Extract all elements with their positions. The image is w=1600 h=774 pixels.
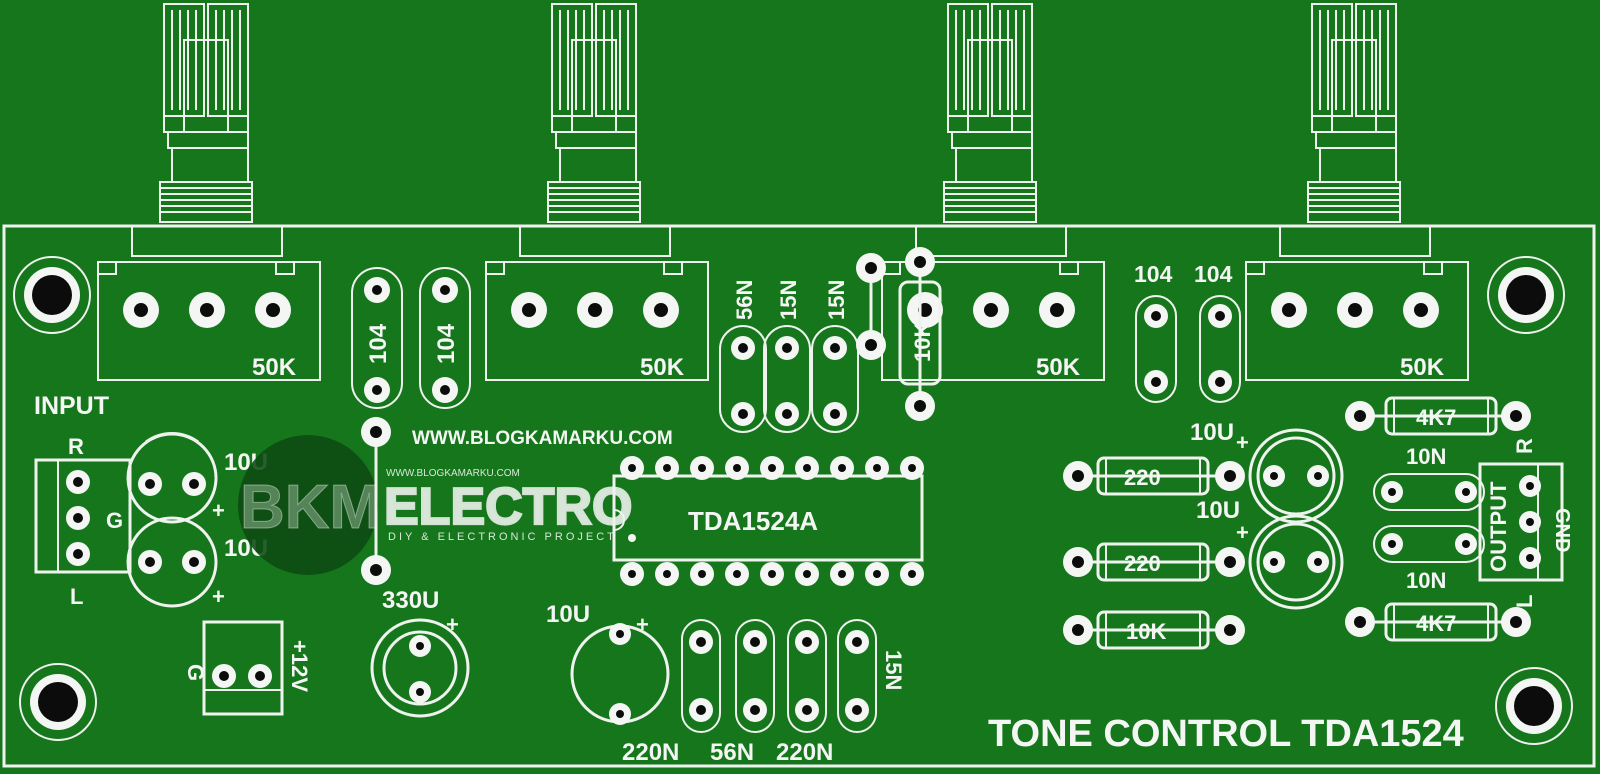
svg-text:10K: 10K: [910, 322, 935, 362]
pot-4-label: 50K: [1400, 354, 1445, 381]
svg-text:4K7: 4K7: [1416, 611, 1456, 636]
svg-text:+: +: [212, 584, 225, 609]
svg-text:+: +: [1236, 520, 1249, 545]
watermark-url: WWW.BLOGKAMARKU.COM: [386, 468, 520, 479]
svg-text:INPUT: INPUT: [34, 392, 109, 420]
cap-15n-bottom: 15N: [837, 619, 906, 733]
cap-10u-bottom: 10U +: [546, 601, 670, 725]
cap-104-top-a: 104: [351, 267, 403, 409]
svg-text:104: 104: [1134, 261, 1173, 287]
svg-text:15N: 15N: [881, 650, 906, 690]
logo-circle: [238, 435, 378, 575]
pot-1-label: 50K: [252, 354, 297, 381]
resistor-220-a: 220: [1063, 456, 1245, 496]
svg-text:330U: 330U: [382, 587, 439, 614]
svg-text:10U: 10U: [1190, 419, 1234, 446]
resistor-10k-bottom: 10K: [1063, 610, 1245, 650]
mounting-hole-bottom-left: [19, 663, 97, 741]
cap-56n-top: 56N: [719, 280, 767, 433]
power-connector: G +12V: [183, 620, 312, 716]
svg-text:220: 220: [1124, 465, 1161, 490]
svg-text:104: 104: [433, 323, 460, 364]
mounting-hole-top-right: [1487, 256, 1565, 334]
board-title: TONE CONTROL TDA1524: [988, 713, 1464, 755]
brand-watermark: BKM ELECTRO WWW.BLOGKAMARKU.COM DIY & EL…: [238, 435, 634, 575]
pot-2-label: 50K: [640, 354, 685, 381]
ic-label: TDA1524A: [688, 506, 818, 536]
watermark-tagline: DIY & ELECTRONIC PROJECT: [388, 531, 617, 543]
cap-330u: 330U +: [370, 587, 470, 718]
brand-text: ELECTRO: [384, 478, 632, 536]
resistor-10k-top: 10K: [898, 247, 942, 421]
ic-pins-top: [620, 456, 924, 480]
svg-text:220N: 220N: [776, 739, 833, 766]
svg-text:104: 104: [365, 323, 392, 364]
input-connector: INPUT R G L: [34, 392, 132, 609]
svg-text:R: R: [68, 434, 84, 459]
svg-text:56N: 56N: [710, 739, 754, 766]
svg-text:L: L: [1512, 595, 1537, 608]
website-label: WWW.BLOGKAMARKU.COM: [412, 428, 673, 449]
cap-104-top-b: 104: [419, 267, 471, 409]
resistor-4k7-b: 4K7: [1345, 602, 1531, 642]
svg-text:10U: 10U: [1196, 497, 1240, 524]
svg-text:R: R: [1512, 438, 1537, 454]
potentiometer-1: 50K: [97, 3, 321, 381]
svg-text:G: G: [106, 508, 123, 533]
resistor-220-b: 220: [1063, 542, 1245, 582]
mounting-hole-bottom-right: [1495, 667, 1573, 745]
ic-pins-bottom: [620, 562, 924, 586]
resistor-4k7-a: 4K7: [1345, 396, 1531, 436]
cap-220n-bottom-b: 220N: [776, 619, 833, 766]
svg-text:+12V: +12V: [287, 640, 312, 692]
board-outline: [2, 224, 1596, 768]
mounting-hole-top-left: [13, 256, 91, 334]
cap-15n-top-a: 15N: [763, 280, 811, 433]
svg-text:220N: 220N: [622, 739, 679, 766]
output-connector: OUTPUT R GND L: [1478, 438, 1573, 608]
svg-text:G: G: [183, 664, 208, 681]
cap-10n-output-a: 10N: [1373, 444, 1485, 511]
cap-15n-top-b: 15N: [811, 280, 859, 433]
svg-text:220: 220: [1124, 551, 1161, 576]
cap-10n-output-b: 10N: [1373, 525, 1485, 593]
svg-text:104: 104: [1194, 261, 1233, 287]
cap-10u-output-a: 10U +: [1190, 419, 1344, 524]
ic-tda1524a: TDA1524A: [612, 456, 924, 586]
svg-text:10N: 10N: [1406, 568, 1446, 593]
svg-text:L: L: [70, 584, 83, 609]
svg-text:10K: 10K: [1126, 619, 1166, 644]
pot-3-label: 50K: [1036, 354, 1081, 381]
cap-220n-bottom-a: 220N: [622, 619, 721, 766]
svg-text:+: +: [212, 498, 225, 523]
jumper-top: [856, 253, 886, 360]
logo-text: BKM: [240, 473, 381, 542]
svg-text:GND: GND: [1551, 508, 1573, 552]
svg-text:56N: 56N: [732, 280, 757, 320]
potentiometer-3: 50K: [881, 3, 1105, 381]
cap-56n-bottom: 56N: [710, 619, 775, 766]
cap-104-right-b: 104: [1194, 261, 1241, 403]
svg-text:4K7: 4K7: [1416, 405, 1456, 430]
svg-text:10N: 10N: [1406, 444, 1446, 469]
cap-10u-output-b: 10U +: [1196, 497, 1344, 610]
svg-text:OUTPUT: OUTPUT: [1486, 481, 1511, 572]
cap-104-right-a: 104: [1134, 261, 1177, 403]
potentiometer-2: 50K: [485, 3, 709, 381]
svg-text:+: +: [1236, 430, 1249, 455]
svg-text:10U: 10U: [546, 601, 590, 628]
potentiometer-4: 50K: [1245, 3, 1469, 381]
svg-text:15N: 15N: [824, 280, 849, 320]
svg-text:15N: 15N: [776, 280, 801, 320]
jumper-j: [361, 417, 391, 585]
